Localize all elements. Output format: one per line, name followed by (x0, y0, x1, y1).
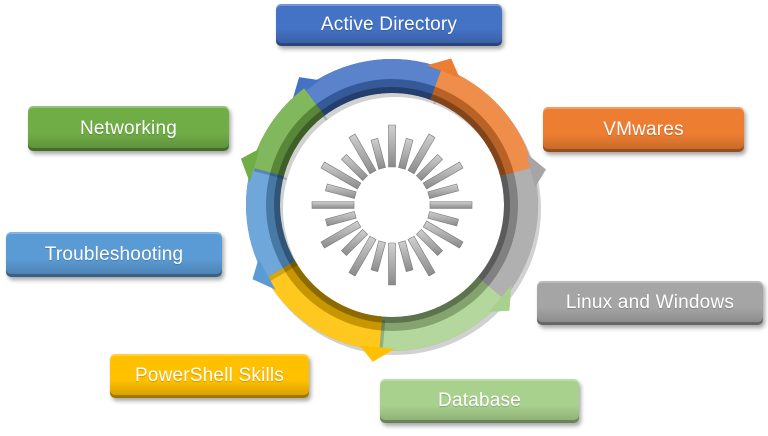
arrowhead-icon (252, 258, 276, 290)
arrowhead-icon (488, 285, 512, 313)
node-database: Database (380, 379, 579, 423)
node-troubleshooting: Troubleshooting (6, 232, 222, 277)
node-vmwares: VMwares (543, 107, 744, 152)
arrowhead-icon (359, 345, 395, 362)
node-networking: Networking (28, 106, 229, 151)
gear-cog-icon (311, 124, 473, 286)
cycle-ring (240, 58, 546, 362)
arrowhead-icon (426, 58, 460, 78)
node-active-directory: Active Directory (276, 4, 502, 46)
arrowhead-icon (240, 148, 260, 183)
node-powershell-skills: PowerShell Skills (110, 354, 309, 398)
arrowhead-icon (526, 153, 546, 188)
node-linux-and-windows: Linux and Windows (537, 281, 763, 325)
